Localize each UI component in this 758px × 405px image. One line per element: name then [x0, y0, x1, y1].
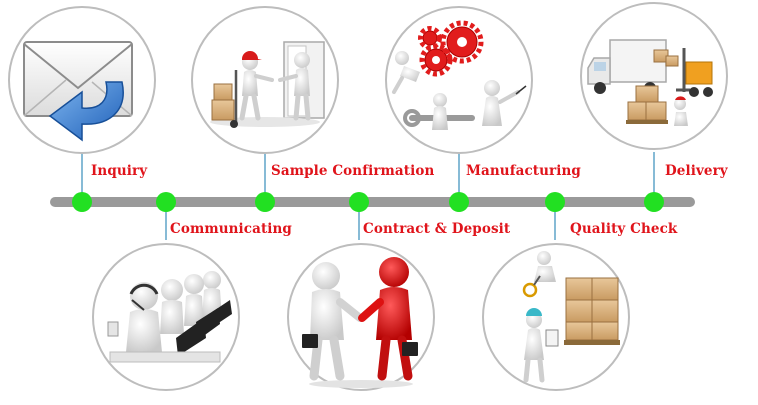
- inspection-icon: [482, 243, 630, 391]
- label-quality-check: Quality Check: [570, 221, 678, 237]
- label-contract-deposit: Contract & Deposit: [363, 221, 511, 237]
- label-manufacturing: Manufacturing: [466, 163, 581, 179]
- milestone-communicating: [156, 192, 176, 212]
- gears-wrench-icon: [385, 6, 533, 154]
- milestone-sample-confirmation: [255, 192, 275, 212]
- label-sample-confirmation: Sample Confirmation: [271, 163, 435, 179]
- label-communicating: Communicating: [170, 221, 292, 237]
- milestone-inquiry: [72, 192, 92, 212]
- milestone-contract-deposit: [349, 192, 369, 212]
- handshake-icon: [287, 243, 435, 391]
- call-center-icon: [92, 243, 240, 391]
- milestone-dots: [72, 192, 664, 212]
- envelope-reply-icon: [8, 6, 156, 154]
- label-delivery: Delivery: [665, 163, 728, 179]
- package-handover-icon: [191, 6, 339, 154]
- truck-forklift-icon: [580, 2, 728, 150]
- label-inquiry: Inquiry: [91, 163, 148, 179]
- milestone-delivery: [644, 192, 664, 212]
- milestone-manufacturing: [449, 192, 469, 212]
- milestone-quality-check: [545, 192, 565, 212]
